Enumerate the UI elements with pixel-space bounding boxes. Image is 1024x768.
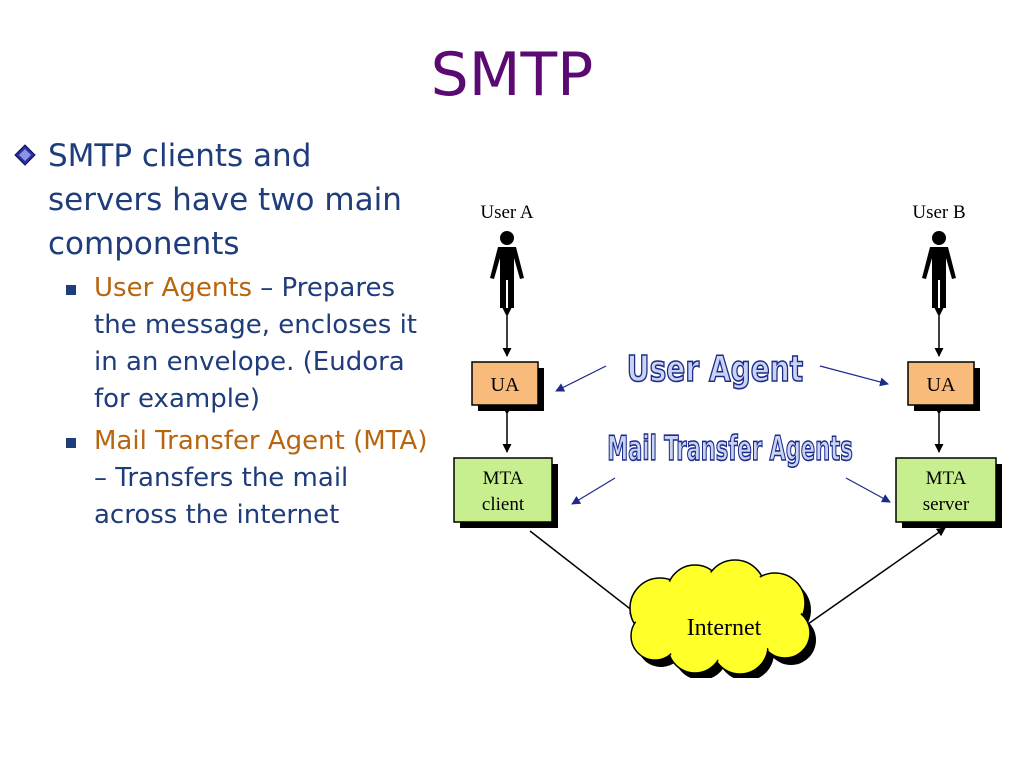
user-b-person-icon bbox=[922, 231, 956, 308]
sub-bullet-desc: – Transfers the mail across the internet bbox=[94, 463, 349, 530]
mta-pointer-left bbox=[571, 477, 616, 505]
user-a-label: User A bbox=[480, 202, 534, 223]
mta-server-box: MTA server bbox=[895, 457, 1002, 528]
mta-client-line1: MTA bbox=[483, 468, 524, 489]
internet-label: Internet bbox=[687, 615, 762, 641]
mta-pointer-right bbox=[845, 477, 891, 503]
user-agent-callout: User Agent bbox=[627, 348, 803, 390]
main-bullet-text: SMTP clients and servers have two main c… bbox=[48, 138, 402, 262]
sub-bullet-user-agents: User Agents – Prepares the message, encl… bbox=[10, 270, 435, 418]
user-agent-pointer-left bbox=[555, 365, 607, 392]
slide-title: SMTP bbox=[430, 40, 594, 110]
ua-right-box: UA bbox=[907, 361, 980, 411]
mta-client-internet-arrow bbox=[529, 530, 639, 616]
mta-server-line2: server bbox=[923, 494, 970, 515]
user-b-label: User B bbox=[912, 202, 965, 223]
square-bullet-icon bbox=[66, 285, 76, 295]
sub-bullet-mta: Mail Transfer Agent (MTA) – Transfers th… bbox=[10, 423, 435, 534]
sub-bullet-term: Mail Transfer Agent (MTA) bbox=[94, 426, 428, 456]
mta-callout: Mail Transfer Agents bbox=[607, 429, 853, 469]
ua-left-label: UA bbox=[491, 374, 520, 396]
mta-client-box: MTA client bbox=[453, 457, 558, 528]
mta-server-line1: MTA bbox=[926, 468, 967, 489]
square-bullet-icon bbox=[66, 438, 76, 448]
internet-mta-server-arrow bbox=[807, 527, 946, 625]
main-bullet: SMTP clients and servers have two main c… bbox=[10, 134, 435, 266]
ua-right-label: UA bbox=[927, 374, 956, 396]
sub-bullet-term: User Agents bbox=[94, 273, 253, 303]
sub-bullet-desc: – Prepares the message, encloses it in a… bbox=[94, 273, 417, 414]
ua-left-box: UA bbox=[471, 361, 544, 411]
bullet-list: SMTP clients and servers have two main c… bbox=[10, 134, 435, 534]
mta-client-line2: client bbox=[482, 494, 525, 515]
internet-cloud: Internet bbox=[629, 559, 816, 678]
diamond-bullet-icon bbox=[14, 144, 36, 166]
user-agent-pointer-right bbox=[819, 365, 889, 387]
user-a-person-icon bbox=[490, 231, 524, 308]
smtp-diagram: User A User B UA UA MTA client MTA serve… bbox=[453, 202, 1002, 678]
